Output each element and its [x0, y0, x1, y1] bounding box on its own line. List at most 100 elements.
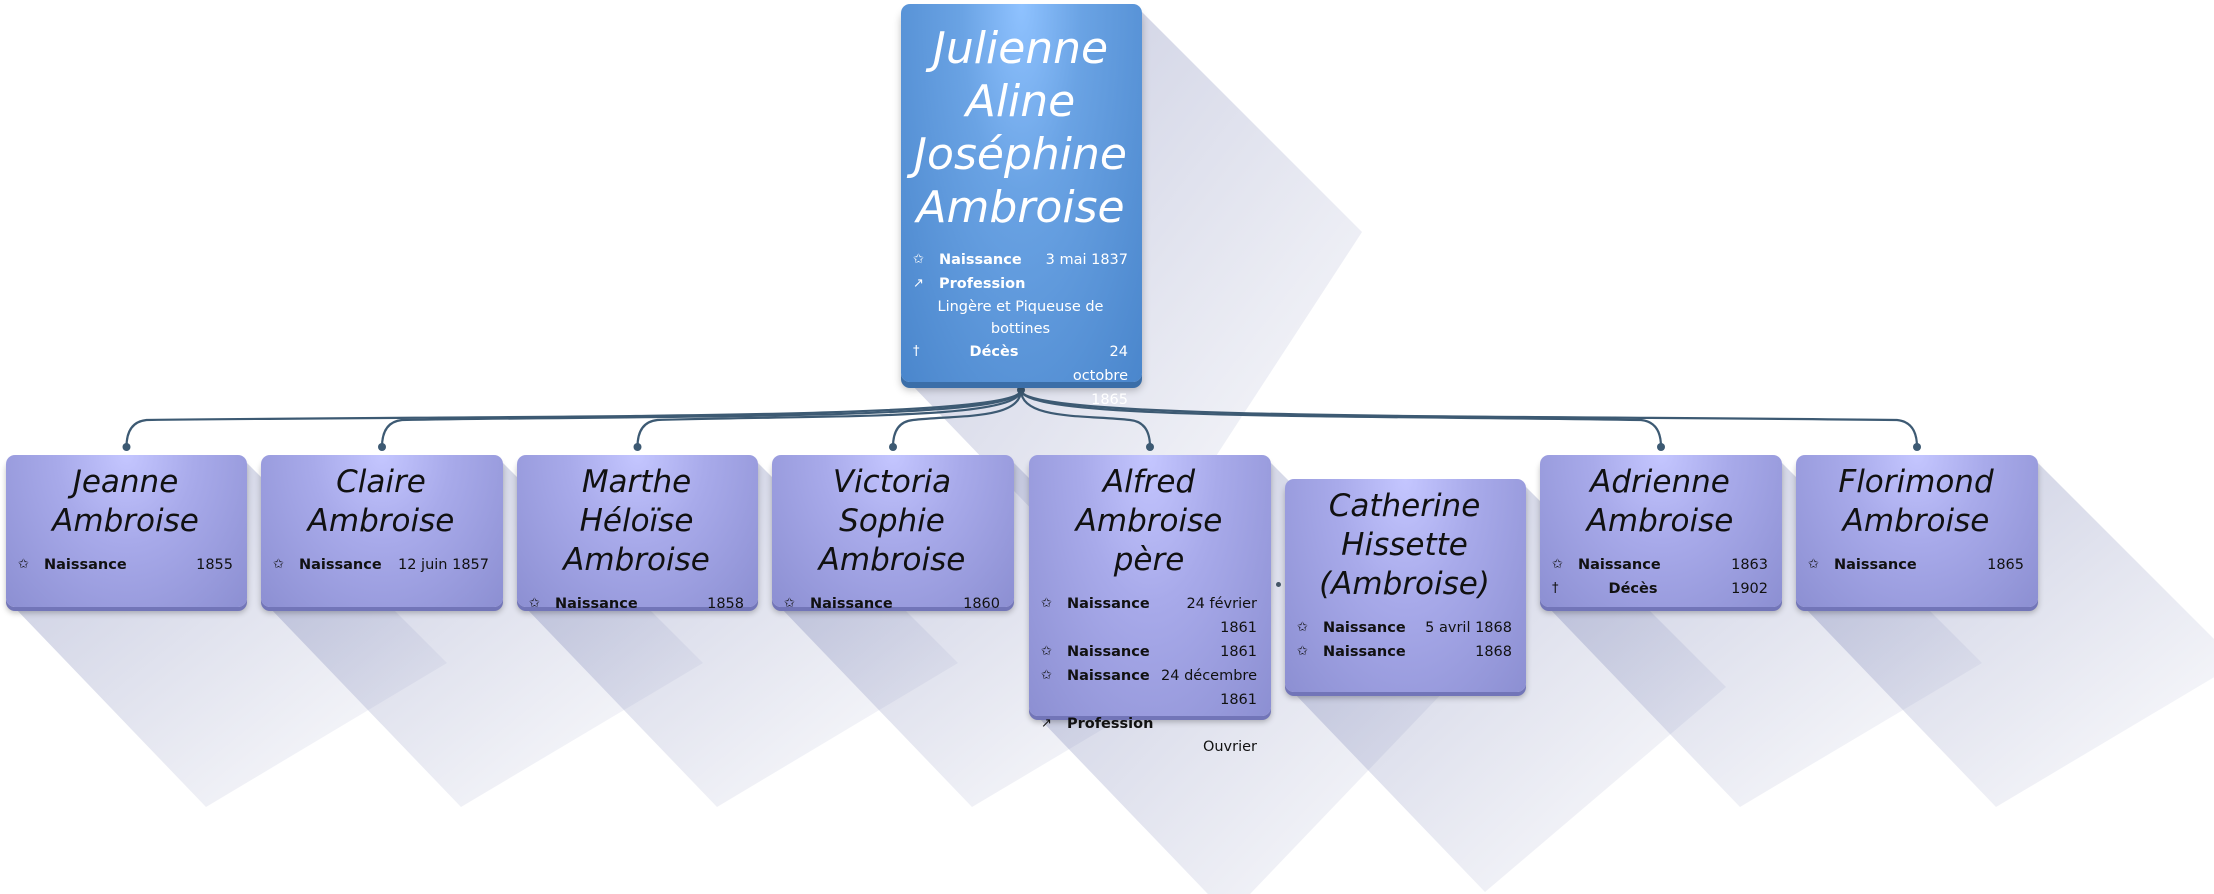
event-label: Naissance — [1323, 620, 1406, 636]
parent-child-link — [891, 389, 1023, 448]
event-label: Naissance — [1067, 596, 1150, 612]
event-row: ✩ Naissance 24 février 1861 — [1041, 592, 1257, 640]
star-icon: ✩ — [784, 596, 795, 611]
name-line: Ambroise — [818, 542, 966, 578]
event-label: Naissance — [810, 596, 893, 612]
event-label: Naissance — [44, 557, 127, 573]
name-line: Ambroise — [1842, 503, 1990, 539]
event-row: ✩ Naissance 3 mai 1837 — [913, 248, 1128, 272]
hammer-icon: ↗ — [913, 276, 924, 291]
star-icon: ✩ — [1552, 557, 1563, 572]
name-line: Claire — [336, 464, 426, 500]
name-line: Ambroise — [916, 182, 1125, 233]
event-value: 1861 — [1220, 644, 1257, 660]
star-icon: ✩ — [1041, 644, 1052, 659]
hammer-icon: ↗ — [1041, 716, 1052, 731]
name-line: Aline — [965, 76, 1076, 127]
event-value: 24 décembre 1861 — [1161, 668, 1257, 708]
name-line: Florimond — [1838, 464, 1994, 500]
event-label: Décès — [1608, 581, 1658, 597]
name-line: Ambroise — [307, 503, 455, 539]
event-value: 24 février 1861 — [1186, 596, 1257, 636]
name-line: Jeanne — [72, 464, 179, 500]
profession-value: Lingère et Piqueuse de bottines — [937, 299, 1104, 337]
event-label: Naissance — [1834, 557, 1917, 573]
parent-child-link — [380, 389, 1023, 448]
parent-child-link — [125, 389, 1023, 448]
star-icon: ✩ — [1297, 620, 1308, 635]
name-line: Adrienne — [1590, 464, 1730, 500]
event-label: Naissance — [299, 557, 382, 573]
name-line: Hissette — [1341, 527, 1468, 563]
star-icon: ✩ — [913, 252, 924, 267]
event-value: 3 mai 1837 — [1045, 252, 1128, 268]
cross-icon: † — [913, 344, 920, 359]
spouse-link-dot — [1276, 582, 1281, 587]
event-row: ✩ Naissance 1863 — [1552, 553, 1768, 577]
event-label: Naissance — [1067, 644, 1150, 660]
name-line: (Ambroise) — [1319, 566, 1490, 602]
parent-child-link — [636, 389, 1023, 448]
name-line: Catherine — [1328, 488, 1481, 524]
event-label: Naissance — [939, 252, 1022, 268]
event-value: 1902 — [1731, 581, 1768, 597]
star-icon: ✩ — [273, 557, 284, 572]
event-label: Décès — [969, 344, 1019, 360]
event-value: 1868 — [1475, 644, 1512, 660]
star-icon: ✩ — [18, 557, 29, 572]
child-link-dot — [633, 443, 642, 451]
event-value: 24 octobre 1865 — [1072, 344, 1128, 408]
event-value: 5 avril 1868 — [1425, 620, 1512, 636]
event-label: Naissance — [1067, 668, 1150, 684]
name-line: Ambroise — [1586, 503, 1734, 539]
event-label: Profession — [939, 276, 1026, 292]
event-row: ✩ Naissance 1860 — [784, 592, 1000, 616]
event-label: Naissance — [555, 596, 638, 612]
name-line: Ambroise — [52, 503, 199, 539]
cross-icon: † — [1552, 581, 1559, 596]
parent-child-link — [1019, 389, 1919, 448]
star-icon: ✩ — [1041, 668, 1052, 683]
event-value: 1863 — [1731, 557, 1768, 573]
event-label: Naissance — [1578, 557, 1661, 573]
event-row: ✩ Naissance 1865 — [1808, 553, 2024, 577]
star-icon: ✩ — [1297, 644, 1308, 659]
event-row: † Décès 1902 — [1552, 577, 1768, 601]
event-value: 1860 — [963, 596, 1000, 612]
star-icon: ✩ — [529, 596, 540, 611]
event-value: 1865 — [1987, 557, 2024, 573]
star-icon: ✩ — [1041, 596, 1052, 611]
child-link-dot — [1657, 443, 1665, 451]
name-line: Marthe Héloïse — [579, 464, 694, 539]
star-icon: ✩ — [1808, 557, 1819, 572]
name-line: Ambroise père — [1075, 503, 1223, 578]
child-link-dot — [889, 443, 897, 451]
event-row: ✩ Naissance 24 décembre 1861 — [1041, 664, 1257, 712]
event-row: † Décès 24 octobre 1865 — [913, 340, 1128, 412]
name-line: Julienne — [932, 23, 1109, 74]
parent-child-link — [1019, 389, 1152, 448]
name-line: Victoria Sophie — [832, 464, 952, 539]
event-row: ↗ Profession — [913, 272, 1128, 296]
